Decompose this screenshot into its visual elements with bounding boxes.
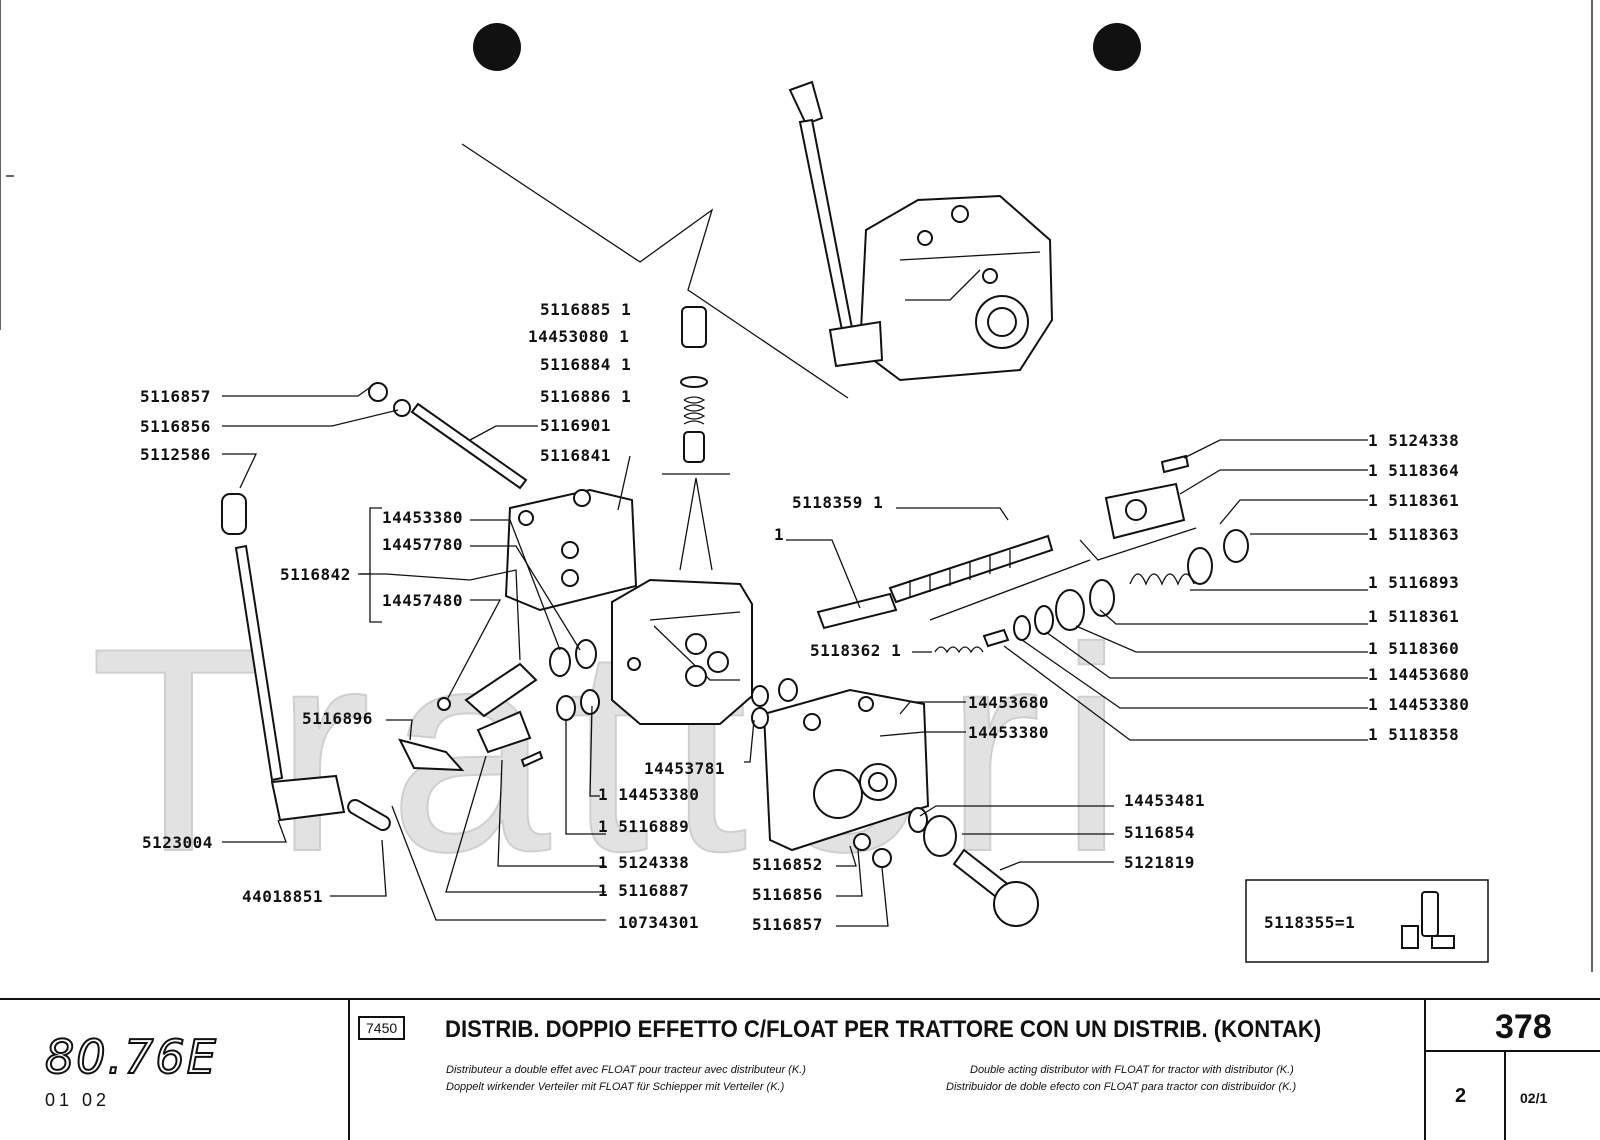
part-label: 1 5118364 — [1368, 461, 1459, 480]
part-label: 14457480 — [382, 591, 463, 610]
subtitle-es: Distribuidor de doble efecto con FLOAT p… — [946, 1081, 1297, 1093]
part-label: 1 5118360 — [1368, 639, 1459, 658]
part-label: 5116884 1 — [540, 355, 631, 374]
leader-lines — [222, 385, 1368, 927]
part-label: 5118359 1 — [792, 493, 883, 512]
part-label: 1 5116887 — [598, 881, 689, 900]
part-label: 1 14453380 — [598, 785, 699, 804]
part-label: 5116857 — [752, 915, 823, 934]
page-title: DISTRIB. DOPPIO EFFETTO C/FLOAT PER TRAT… — [445, 1016, 1322, 1043]
part-label: 5112586 — [140, 445, 211, 464]
subtitle-fr: Distributeur a double effet avec FLOAT p… — [446, 1064, 806, 1076]
variant-numbers: 01 02 — [45, 1090, 111, 1110]
part-label: 10734301 — [618, 913, 699, 932]
sheet-number: 2 — [1455, 1085, 1467, 1107]
part-label: 5116896 — [302, 709, 373, 728]
part-label: 1 5118363 — [1368, 525, 1459, 544]
part-label: 1 5118358 — [1368, 725, 1459, 744]
lever — [221, 493, 391, 831]
part-label: 5116856 — [140, 417, 211, 436]
part-label: 14453481 — [1124, 791, 1205, 810]
model-code: 80.76E — [44, 1029, 218, 1085]
part-label: 1 14453380 — [1368, 695, 1469, 714]
page-number: 378 — [1495, 1008, 1552, 1046]
part-label: 14453680 — [968, 693, 1049, 712]
kit-box: 5118355=1 — [1245, 879, 1489, 963]
part-label: 1 14453680 — [1368, 665, 1469, 684]
part-label: 5116885 1 — [540, 300, 631, 319]
part-label: 5116841 — [540, 446, 611, 465]
part-label: 1 5116889 — [598, 817, 689, 836]
valve-stack — [662, 306, 730, 571]
part-label: 14453380 — [382, 508, 463, 527]
part-label: 14453781 — [644, 759, 725, 778]
part-label: 5121819 — [1124, 853, 1195, 872]
part-label: 5116856 — [752, 885, 823, 904]
right-block — [751, 678, 930, 852]
kit-label: 5118355=1 — [1264, 913, 1355, 932]
group-code: 7450 — [358, 1016, 406, 1040]
part-label: 5116842 — [280, 565, 351, 584]
part-label: 5116886 1 — [540, 387, 631, 406]
part-labels: 5116885 1 14453080 1 5116884 1 5116886 1… — [140, 300, 1469, 934]
part-label: 44018851 — [242, 887, 323, 906]
title-block — [0, 998, 1600, 1140]
part-label: 5116901 — [540, 416, 611, 435]
part-label: 5116852 — [752, 855, 823, 874]
part-label: 1 — [774, 525, 784, 544]
part-label: 14453080 1 — [528, 327, 629, 346]
edition-code: 02/1 — [1520, 1090, 1548, 1106]
part-label: 5116857 — [140, 387, 211, 406]
part-label: 1 5118361 — [1368, 607, 1459, 626]
spool-assembly — [816, 454, 1249, 654]
part-label: 5116854 — [1124, 823, 1195, 842]
part-label: 1 5116893 — [1368, 573, 1459, 592]
part-label: 14457780 — [382, 535, 463, 554]
punch-hole-left — [473, 23, 521, 71]
part-label: 14453380 — [968, 723, 1049, 742]
distributor-body — [611, 578, 753, 725]
punch-hole-right — [1093, 23, 1141, 71]
subtitle-de: Doppelt wirkender Verteiler mit FLOAT fü… — [446, 1081, 785, 1093]
part-label: 1 5124338 — [598, 853, 689, 872]
left-block — [504, 488, 638, 612]
part-label: 5123004 — [142, 833, 213, 852]
part-label: 1 5118361 — [1368, 491, 1459, 510]
part-label: 1 5124338 — [1368, 431, 1459, 450]
part-label: 5118362 1 — [810, 641, 901, 660]
subtitle-en: Double acting distributor with FLOAT for… — [970, 1064, 1294, 1076]
assembled-distributor — [461, 80, 1054, 399]
